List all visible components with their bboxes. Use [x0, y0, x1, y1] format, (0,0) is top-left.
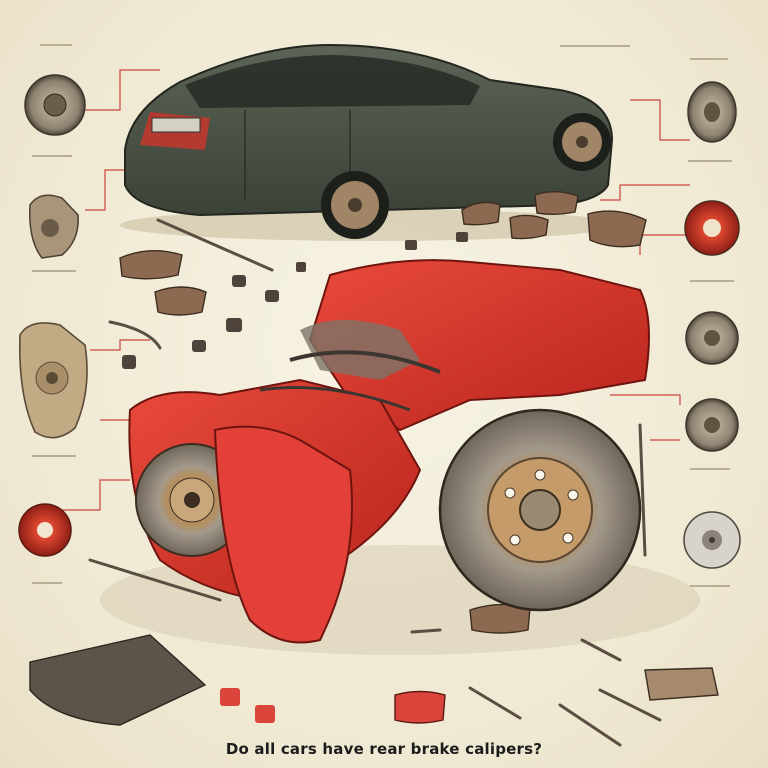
label-placeholder: [32, 455, 76, 459]
label-placeholder: [32, 582, 62, 586]
brake-rotor-icon: [438, 408, 642, 612]
brake-rotor-icon: [685, 311, 739, 365]
label-placeholder: [40, 44, 72, 48]
label-placeholder: [32, 155, 72, 159]
brake-rotor-icon: [24, 74, 86, 136]
bolt-icons: [122, 232, 468, 723]
brake-line-icons: [88, 218, 662, 747]
brake-caliper-icon: [29, 194, 79, 259]
label-placeholder: [32, 270, 76, 274]
brake-rotor-icon: [687, 81, 737, 143]
brake-rotor-icon: [684, 200, 740, 256]
label-placeholder: [560, 45, 630, 49]
label-placeholder: [690, 280, 734, 284]
brake-caliper-icon: [18, 322, 88, 439]
sedan-car-icon: [120, 43, 620, 241]
caption: Do all cars have rear brake calipers?: [225, 740, 543, 758]
leader-lines: [60, 69, 690, 511]
label-placeholder: [690, 58, 728, 62]
brake-rotor-icon: [685, 398, 739, 452]
brake-rotor-icon: [18, 503, 72, 557]
label-placeholder: [688, 160, 732, 164]
brake-caliper-assembly: [128, 259, 650, 644]
brake-rotor-icon: [683, 511, 741, 569]
label-placeholder: [690, 585, 730, 589]
label-placeholder: [690, 468, 730, 472]
